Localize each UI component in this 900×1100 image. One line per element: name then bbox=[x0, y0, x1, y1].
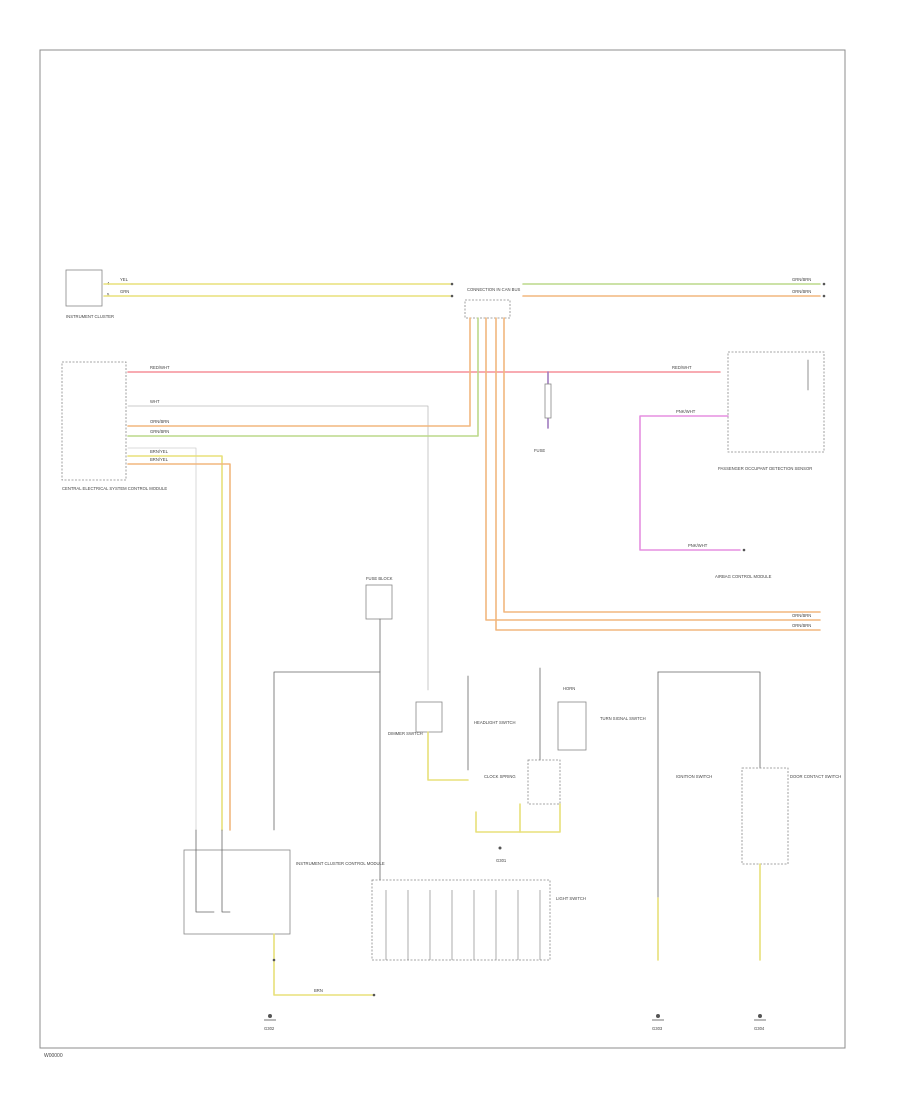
splice-dot bbox=[498, 846, 502, 850]
light-switch-contacts bbox=[385, 890, 541, 960]
central-module-label: CENTRAL ELECTRICAL SYSTEM CONTROL MODULE bbox=[62, 486, 167, 491]
wire-code-label: RED/WHT bbox=[150, 365, 170, 370]
connector-pin bbox=[822, 294, 826, 298]
wire-code-label: YEL bbox=[120, 277, 129, 282]
wire-white bbox=[127, 405, 429, 691]
ground-point bbox=[656, 1014, 660, 1018]
wire-code-label: PNK/WHT bbox=[688, 543, 708, 548]
turn-signal-label: TURN SIGNAL SWITCH bbox=[600, 716, 646, 721]
door-switch-box bbox=[741, 767, 789, 865]
left-cluster-label: INSTRUMENT CLUSTER CONTROL MODULE bbox=[296, 861, 385, 866]
connector-pin bbox=[822, 282, 826, 286]
left-cluster-box bbox=[183, 849, 291, 935]
headlight-switch-label: HEADLIGHT SWITCH bbox=[474, 720, 516, 725]
connector-pin bbox=[450, 282, 454, 286]
fuse-label: FUSE bbox=[534, 448, 545, 453]
wire-orange bbox=[127, 317, 471, 427]
wire-orange-long-3 bbox=[503, 317, 821, 613]
passenger-detection-label: PASSENGER OCCUPANT DETECTION SENSOR bbox=[718, 466, 812, 471]
wire-green bbox=[127, 317, 479, 437]
instrument-cluster-label: INSTRUMENT CLUSTER bbox=[66, 314, 114, 319]
wire-code-label: PNK/WHT bbox=[676, 409, 696, 414]
clock-spring-label: CLOCK SPRING bbox=[484, 774, 516, 779]
splice-dot bbox=[272, 958, 276, 962]
ground-label: G301 bbox=[496, 858, 507, 863]
connector-pin bbox=[742, 548, 746, 552]
fuse-block-box bbox=[365, 584, 393, 620]
wire-code-label: WHT bbox=[150, 399, 160, 404]
wire-code-label: GRN/BRN bbox=[792, 277, 811, 282]
wire-orange-long-1 bbox=[485, 317, 821, 621]
wire-yellow-gnd bbox=[273, 933, 375, 996]
ground-point bbox=[758, 1014, 762, 1018]
passenger-detection-box bbox=[727, 351, 825, 453]
clock-spring-box bbox=[527, 759, 561, 805]
wire-code-label: BRN bbox=[314, 988, 323, 993]
wire-code-label: ORN/BRN bbox=[792, 289, 811, 294]
wire-code-label: ORN/BRN bbox=[150, 419, 169, 424]
splice-dot bbox=[372, 993, 376, 997]
wire-yellow-clock bbox=[475, 803, 561, 833]
ground-label: G302 bbox=[264, 1026, 275, 1031]
can-connection-label: CONNECTION IN CAN BUS bbox=[467, 287, 520, 292]
wire-code-label: GRN/BRN bbox=[150, 429, 169, 434]
wire-black bbox=[657, 671, 761, 769]
ignition-label: IGNITION SWITCH bbox=[676, 774, 712, 779]
ground-label: G304 bbox=[754, 1026, 765, 1031]
airbag-module-label: AIRBAG CONTROL MODULE bbox=[715, 574, 772, 579]
wire-code-label: RED/WHT bbox=[672, 365, 692, 370]
door-switch-label: DOOR CONTACT SWITCH bbox=[790, 774, 841, 779]
wire-code-label: BRN/YEL bbox=[150, 449, 169, 454]
wire-orange-down bbox=[127, 463, 231, 831]
wire-black bbox=[273, 618, 381, 831]
instrument-cluster-pin-label: 5 bbox=[107, 292, 110, 297]
ground-point bbox=[268, 1014, 272, 1018]
diagram-frame bbox=[39, 49, 846, 1049]
wire-code-label: ORN/BRN bbox=[792, 613, 811, 618]
fuse-block-label: FUSE BLOCK bbox=[366, 576, 393, 581]
wire-black bbox=[221, 829, 231, 913]
wire-code-label: GRN bbox=[120, 289, 129, 294]
fuse-body bbox=[544, 383, 552, 419]
diagram-id: W00000 bbox=[44, 1053, 63, 1059]
instrument-cluster-box bbox=[65, 269, 103, 307]
wire-orange-long-2 bbox=[495, 317, 821, 631]
wire-black bbox=[195, 829, 215, 913]
wire-yellow-down bbox=[127, 455, 223, 831]
ground-label: G303 bbox=[652, 1026, 663, 1031]
dimmer-box bbox=[415, 701, 443, 733]
wire-code-label: ORN/BRN bbox=[792, 623, 811, 628]
dimmer-label: DIMMER SWITCH bbox=[388, 731, 423, 736]
connector-pin bbox=[450, 294, 454, 298]
horn-box bbox=[557, 701, 587, 751]
horn-label: HORN bbox=[563, 686, 575, 691]
wire-code-label: BRN/YEL bbox=[150, 457, 169, 462]
wire-yellow-dimmer bbox=[427, 731, 469, 781]
light-switch-label: LIGHT SWITCH bbox=[556, 896, 586, 901]
light-switch-box bbox=[371, 879, 551, 961]
can-connection-box bbox=[464, 299, 511, 319]
wire-pink bbox=[639, 415, 741, 551]
wire-white-down bbox=[127, 447, 197, 831]
central-module-box bbox=[61, 361, 127, 481]
